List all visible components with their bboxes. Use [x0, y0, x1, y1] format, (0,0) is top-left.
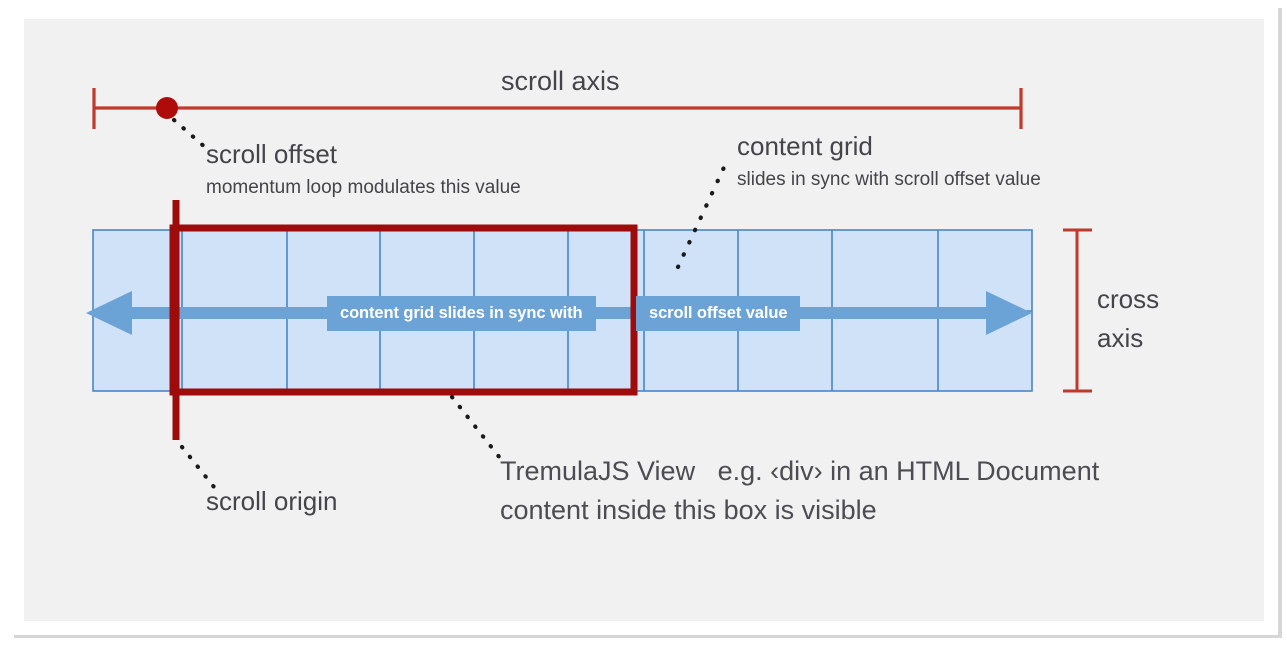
- cross-axis-bracket: [1063, 228, 1092, 393]
- flow-arrow-head-left: [86, 291, 132, 335]
- view-box-label-line1: TremulaJS View e.g. ‹div› in an HTML Doc…: [500, 456, 1100, 486]
- badge-content-grid-slides: content grid slides in sync with: [327, 296, 596, 331]
- leader-content-grid: [675, 160, 729, 270]
- content-grid-sublabel: slides in sync with scroll offset value: [737, 169, 1041, 190]
- scroll-offset-label: scroll offset: [206, 139, 338, 169]
- scroll-axis-label: scroll axis: [501, 66, 620, 96]
- scroll-offset-sublabel: momentum loop modulates this value: [206, 177, 521, 198]
- badge-scroll-offset-value: scroll offset value: [636, 296, 801, 331]
- scroll-axis-group: [92, 88, 1023, 129]
- cross-axis-label-line2: axis: [1097, 323, 1144, 353]
- leader-scroll-origin: [179, 444, 217, 490]
- view-box-label-line2: content inside this box is visible: [500, 495, 877, 525]
- flow-arrow-head-right: [986, 291, 1032, 335]
- leader-dots-group: [171, 117, 729, 490]
- content-grid-label: content grid: [737, 131, 873, 161]
- scroll-origin-label: scroll origin: [206, 486, 338, 516]
- leader-view-box: [449, 394, 503, 461]
- leader-scroll-offset: [171, 117, 209, 151]
- cross-axis-label-line1: cross: [1097, 284, 1160, 314]
- scroll-offset-marker-dot: [156, 97, 178, 119]
